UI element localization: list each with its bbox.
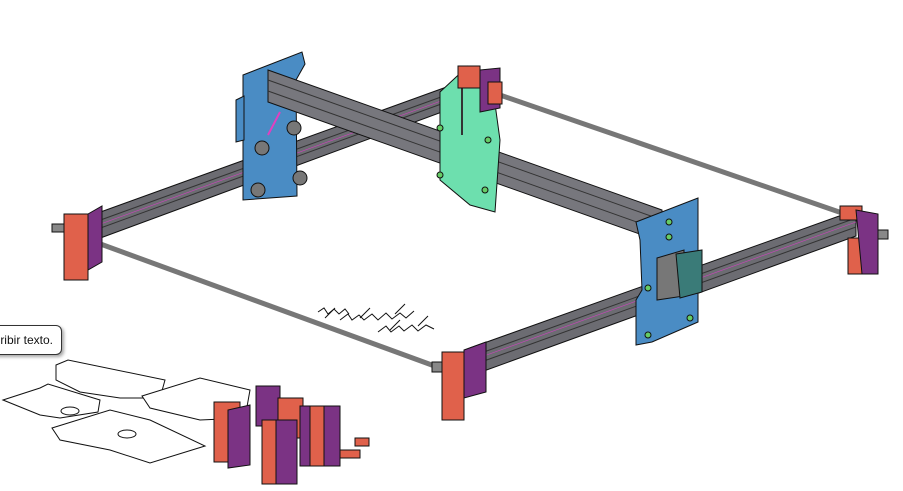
stepper-motor[interactable] [656, 249, 703, 301]
end-block-back[interactable] [457, 65, 503, 113]
end-block-front[interactable] [431, 341, 487, 421]
loose-parts [213, 385, 370, 485]
end-block-right[interactable] [839, 205, 889, 275]
tooltip-text: ribir texto. [0, 333, 53, 347]
rod-back-right[interactable] [499, 92, 846, 217]
tooltip: ribir texto. [0, 325, 62, 355]
flat-parts-outlines [1, 359, 251, 464]
end-block-left[interactable] [51, 205, 103, 281]
rod-front-left[interactable] [94, 239, 441, 371]
engraving-preview [317, 303, 435, 333]
